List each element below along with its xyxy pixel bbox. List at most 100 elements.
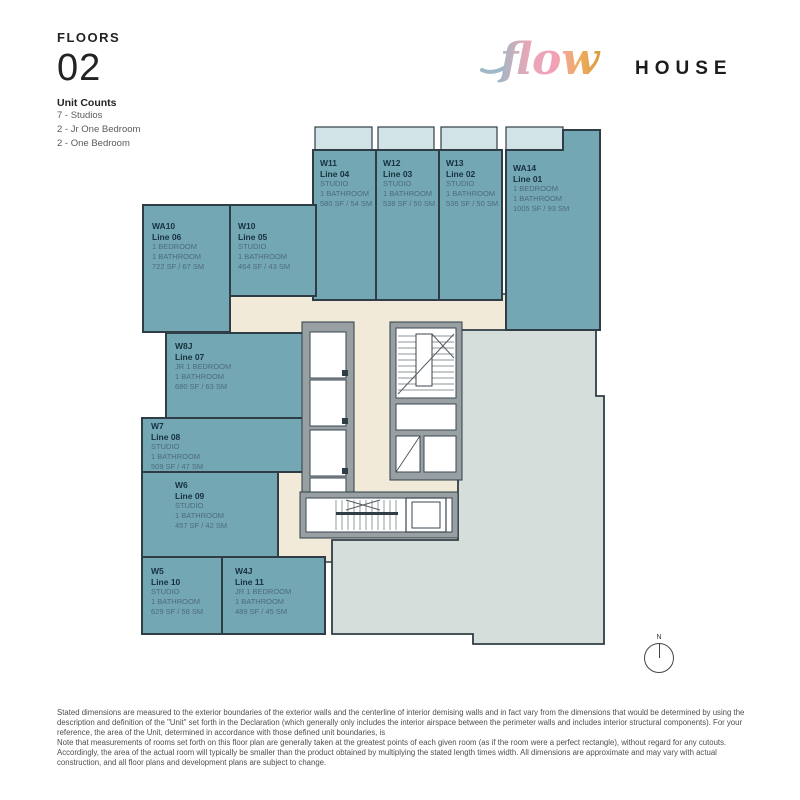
unit-shape-w7[interactable]	[141, 417, 305, 473]
floors-label: FLOORS	[57, 30, 121, 45]
unit-shape-w4j[interactable]	[221, 556, 326, 635]
logo-lead-stroke	[480, 65, 508, 74]
compass-north-label: N	[656, 634, 662, 641]
unit-label-w11[interactable]: W11 Line 04 STUDIO 1 BATHROOM 580 SF / 5…	[320, 158, 374, 209]
unit-area: 464 SF / 43 SM	[238, 262, 291, 271]
unit-label-w7[interactable]: W7 Line 08 STUDIO 1 BATHROOM 509 SF / 47…	[151, 421, 271, 472]
disclaimer: Stated dimensions are measured to the ex…	[57, 708, 749, 767]
logo-graphic: flow HOUSE	[480, 34, 741, 85]
flow-house-logo[interactable]: flow HOUSE	[478, 28, 750, 90]
unit-shape-w8j[interactable]	[165, 332, 305, 419]
unit-area: 580 SF / 54 SM	[320, 199, 373, 208]
stairwell-main	[389, 321, 463, 481]
unit-type: JR 1 BEDROOM	[175, 362, 232, 371]
unit-shape-wa14[interactable]	[505, 129, 601, 331]
unit-label-wa14[interactable]: WA14 Line 01 1 BEDROOM 1 BATHROOM 1005 S…	[513, 163, 598, 214]
core-room	[423, 435, 457, 473]
unit-type: STUDIO	[151, 587, 180, 596]
unit-label-w13[interactable]: W13 Line 02 STUDIO 1 BATHROOM 536 SF / 5…	[446, 158, 500, 209]
unit-shape-w13[interactable]	[438, 149, 503, 301]
unit-label-w6[interactable]: W6 Line 09 STUDIO 1 BATHROOM 457 SF / 42…	[175, 480, 285, 531]
unit-area: 680 SF / 63 SM	[175, 382, 228, 391]
compass-circle-icon	[644, 643, 674, 673]
unit-area: 489 SF / 45 SM	[235, 607, 288, 616]
unit-label-w12[interactable]: W12 Line 03 STUDIO 1 BATHROOM 538 SF / 5…	[383, 158, 437, 209]
unit-shape-w6[interactable]	[141, 471, 279, 558]
unit-area: 722 SF / 67 SM	[152, 262, 205, 271]
unit-area: 538 SF / 50 SM	[383, 199, 436, 208]
unit-label-w4j[interactable]: W4J Line 11 JR 1 BEDROOM 1 BATHROOM 489 …	[235, 566, 325, 617]
service-elevator-cab	[411, 501, 441, 529]
unit-count-studios: 7 - Studios	[57, 110, 103, 121]
unit-type: 1 BEDROOM	[152, 242, 198, 251]
unit-label-w8j[interactable]: W8J Line 07 JR 1 BEDROOM 1 BATHROOM 680 …	[175, 341, 295, 392]
elevator-cab	[309, 379, 347, 427]
unit-type: STUDIO	[175, 501, 204, 510]
unit-shape-w5[interactable]	[141, 556, 223, 635]
logo-script-text: flow	[497, 34, 601, 85]
unit-bath: 1 BATHROOM	[152, 252, 202, 261]
unit-name: W12	[383, 158, 401, 168]
unit-name: W10	[238, 221, 256, 231]
unit-shape-w12[interactable]	[375, 149, 440, 301]
unit-type: STUDIO	[151, 442, 180, 451]
unit-line: Line 10	[151, 576, 181, 587]
unit-bath: 1 BATHROOM	[513, 194, 563, 203]
balcony-w13	[440, 126, 498, 151]
unit-bath: 1 BATHROOM	[151, 597, 201, 606]
unit-line: Line 09	[175, 490, 205, 501]
unit-line: Line 07	[175, 351, 205, 362]
unit-line: Line 02	[446, 168, 476, 179]
stairwell-lower	[299, 491, 459, 539]
unit-type: STUDIO	[383, 179, 412, 188]
unit-type: JR 1 BEDROOM	[235, 587, 292, 596]
unit-label-w5[interactable]: W5 Line 10 STUDIO 1 BATHROOM 629 SF / 58…	[151, 566, 223, 617]
unit-bath: 1 BATHROOM	[446, 189, 496, 198]
unit-line: Line 03	[383, 168, 413, 179]
unit-type: 1 BEDROOM	[513, 184, 559, 193]
unit-name: WA10	[152, 221, 176, 231]
unit-area: 536 SF / 50 SM	[446, 199, 499, 208]
unit-count-jr-one-bedroom: 2 - Jr One Bedroom	[57, 124, 141, 135]
unit-count-one-bedroom: 2 - One Bedroom	[57, 138, 130, 149]
stair-run-arrow	[345, 499, 381, 511]
compass-needle	[659, 644, 661, 658]
unit-line: Line 01	[513, 173, 543, 184]
terrace-area	[331, 329, 605, 645]
compass-north-indicator: N	[642, 634, 676, 673]
unit-type: STUDIO	[320, 179, 349, 188]
unit-name: W11	[320, 158, 338, 168]
unit-type: STUDIO	[446, 179, 475, 188]
logo-word-text: HOUSE	[635, 58, 733, 79]
unit-line: Line 11	[235, 576, 264, 587]
elevator-cab	[309, 429, 347, 477]
unit-label-wa10[interactable]: WA10 Line 06 1 BEDROOM 1 BATHROOM 722 SF…	[152, 221, 232, 272]
unit-name: W5	[151, 566, 164, 576]
floor-plan-svg	[141, 126, 605, 645]
unit-name: W7	[151, 421, 164, 431]
unit-area: 457 SF / 42 SM	[175, 521, 228, 530]
unit-name: W4J	[235, 566, 253, 576]
unit-line: Line 08	[151, 431, 181, 442]
stair-run-arrow	[397, 333, 455, 395]
unit-shape-w10[interactable]	[229, 204, 317, 297]
unit-name: W8J	[175, 341, 193, 351]
unit-name: W13	[446, 158, 464, 168]
unit-line: Line 06	[152, 231, 182, 242]
unit-bath: 1 BATHROOM	[175, 372, 225, 381]
unit-bath: 1 BATHROOM	[175, 511, 225, 520]
balcony-wa14	[505, 126, 564, 151]
unit-bath: 1 BATHROOM	[320, 189, 370, 198]
unit-area: 1005 SF / 93 SM	[513, 204, 570, 213]
unit-label-w10[interactable]: W10 Line 05 STUDIO 1 BATHROOM 464 SF / 4…	[238, 221, 316, 272]
floor-number: 02	[57, 47, 102, 89]
unit-counts-title: Unit Counts	[57, 97, 117, 109]
balcony-w12	[377, 126, 435, 151]
unit-name: WA14	[513, 163, 537, 173]
unit-bath: 1 BATHROOM	[151, 452, 201, 461]
unit-type: STUDIO	[238, 242, 267, 251]
unit-name: W6	[175, 480, 188, 490]
core-room	[395, 403, 457, 431]
unit-line: Line 05	[238, 231, 268, 242]
unit-bath: 1 BATHROOM	[238, 252, 288, 261]
